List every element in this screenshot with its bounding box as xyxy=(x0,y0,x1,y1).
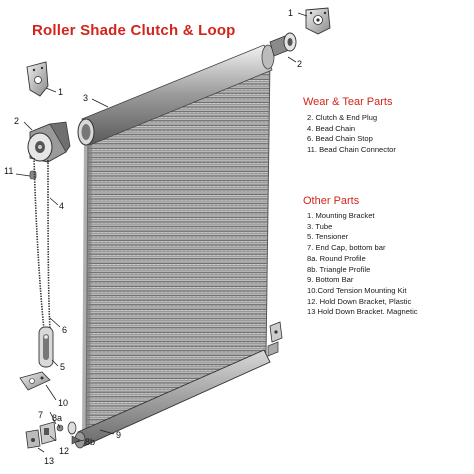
tube xyxy=(77,44,275,146)
leader-lines xyxy=(15,12,308,453)
callout-5: 5 xyxy=(60,362,66,372)
hold-down-bracket-magnetic xyxy=(25,429,41,449)
callout-6: 6 xyxy=(62,325,68,335)
callout-1-top: 1 xyxy=(288,8,294,18)
shade-fabric-edge xyxy=(82,130,92,442)
other-parts-heading: Other Parts xyxy=(303,195,360,207)
wear-tear-item: 4. Bead Chain xyxy=(307,123,356,133)
callout-1-left: 1 xyxy=(58,87,64,97)
other-parts-item: 10.Cord Tension Mounting Kit xyxy=(307,285,407,295)
other-parts-item: 8a. Round Profile xyxy=(307,253,366,263)
mounting-bracket-right xyxy=(305,7,331,35)
clutch xyxy=(27,121,71,163)
callout-11: 11 xyxy=(4,166,14,176)
callout-2-top: 2 xyxy=(297,59,303,69)
other-parts-item: 8b. Triangle Profile xyxy=(307,264,371,274)
bottom-bar xyxy=(74,349,271,449)
callout-9: 9 xyxy=(116,430,122,440)
right-side-clip xyxy=(267,321,283,357)
callout-4: 4 xyxy=(59,201,65,211)
cord-tension-mounting-kit xyxy=(19,371,51,391)
wear-tear-item: 2. Clutch & End Plug xyxy=(307,113,378,122)
callout-7: 7 xyxy=(38,410,44,420)
tensioner xyxy=(38,326,54,368)
bead-chain xyxy=(33,157,51,331)
other-parts-item: 13 Hold Down Bracket. Magnetic xyxy=(307,307,418,317)
other-parts-item: 1. Mounting Bracket xyxy=(307,211,375,220)
callout-3: 3 xyxy=(83,93,89,103)
other-parts-list: 1. Mounting Bracket 3. Tube 5. Tensioner… xyxy=(307,211,418,318)
callout-13: 13 xyxy=(44,456,55,466)
other-parts-item: 7. End Cap, bottom bar xyxy=(307,243,386,253)
callout-12: 12 xyxy=(59,446,70,456)
other-parts-item: 5. Tensioner xyxy=(307,232,349,242)
wear-tear-heading: Wear & Tear Parts xyxy=(303,96,393,108)
callout-8a: 8a xyxy=(52,413,63,423)
callout-8b: 8b xyxy=(85,437,96,447)
wear-tear-item: 6. Bead Chain Stop xyxy=(307,134,373,144)
callout-2-left: 2 xyxy=(14,116,20,126)
diagram-title: Roller Shade Clutch & Loop xyxy=(32,22,236,39)
other-parts-item: 12. Hold Down Bracket, Plastic xyxy=(307,296,412,306)
mounting-bracket-left xyxy=(26,61,49,97)
other-parts-item: 3. Tube xyxy=(307,221,333,231)
callout-10: 10 xyxy=(58,398,69,408)
hold-down-bracket-plastic xyxy=(39,421,57,445)
end-cap-bottom-bar xyxy=(67,421,77,435)
wear-tear-item: 11. Bead Chain Connector xyxy=(307,145,396,155)
other-parts-item: 9. Bottom Bar xyxy=(307,275,354,285)
wear-tear-list: 2. Clutch & End Plug 4. Bead Chain 6. Be… xyxy=(307,113,396,156)
end-plug xyxy=(269,32,297,57)
